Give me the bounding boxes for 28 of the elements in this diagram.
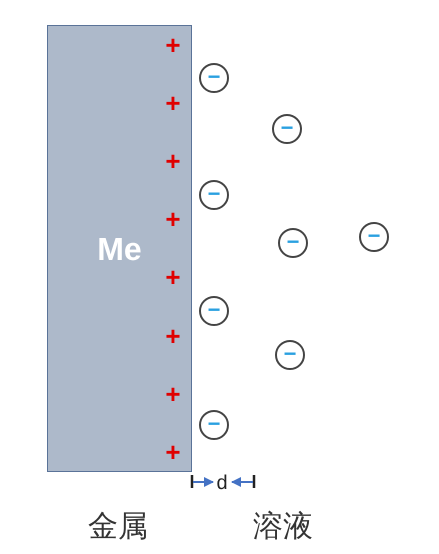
negative-ion-circle: [199, 296, 229, 326]
negative-ion-circle: [359, 222, 389, 252]
minus-sign: −: [286, 231, 300, 253]
metal-caption: 金属: [88, 512, 148, 542]
negative-ion-circle: [199, 63, 229, 93]
minus-sign: −: [208, 413, 220, 435]
solution-caption: 溶液: [253, 512, 313, 542]
plus-sign: +: [165, 381, 181, 407]
plus-sign: +: [165, 323, 181, 349]
negative-ion-circle: [199, 180, 229, 210]
metal-block: [47, 25, 192, 472]
minus-sign: −: [208, 299, 220, 321]
plus-sign: +: [165, 264, 181, 290]
negative-ion-circle: [199, 410, 229, 440]
minus-sign: −: [368, 225, 380, 247]
minus-sign: −: [208, 66, 220, 88]
minus-sign: −: [280, 117, 294, 139]
minus-sign: −: [284, 343, 296, 365]
negative-ion-circle: [275, 340, 305, 370]
plus-sign: +: [165, 90, 181, 116]
plus-sign: +: [165, 439, 181, 465]
plus-sign: +: [165, 206, 181, 232]
negative-ion-circle: [278, 228, 308, 258]
minus-sign: −: [208, 183, 220, 205]
metal-label: Me: [97, 232, 142, 264]
plus-sign: +: [165, 148, 181, 174]
plus-sign: +: [165, 32, 181, 58]
negative-ion-circle: [272, 114, 302, 144]
